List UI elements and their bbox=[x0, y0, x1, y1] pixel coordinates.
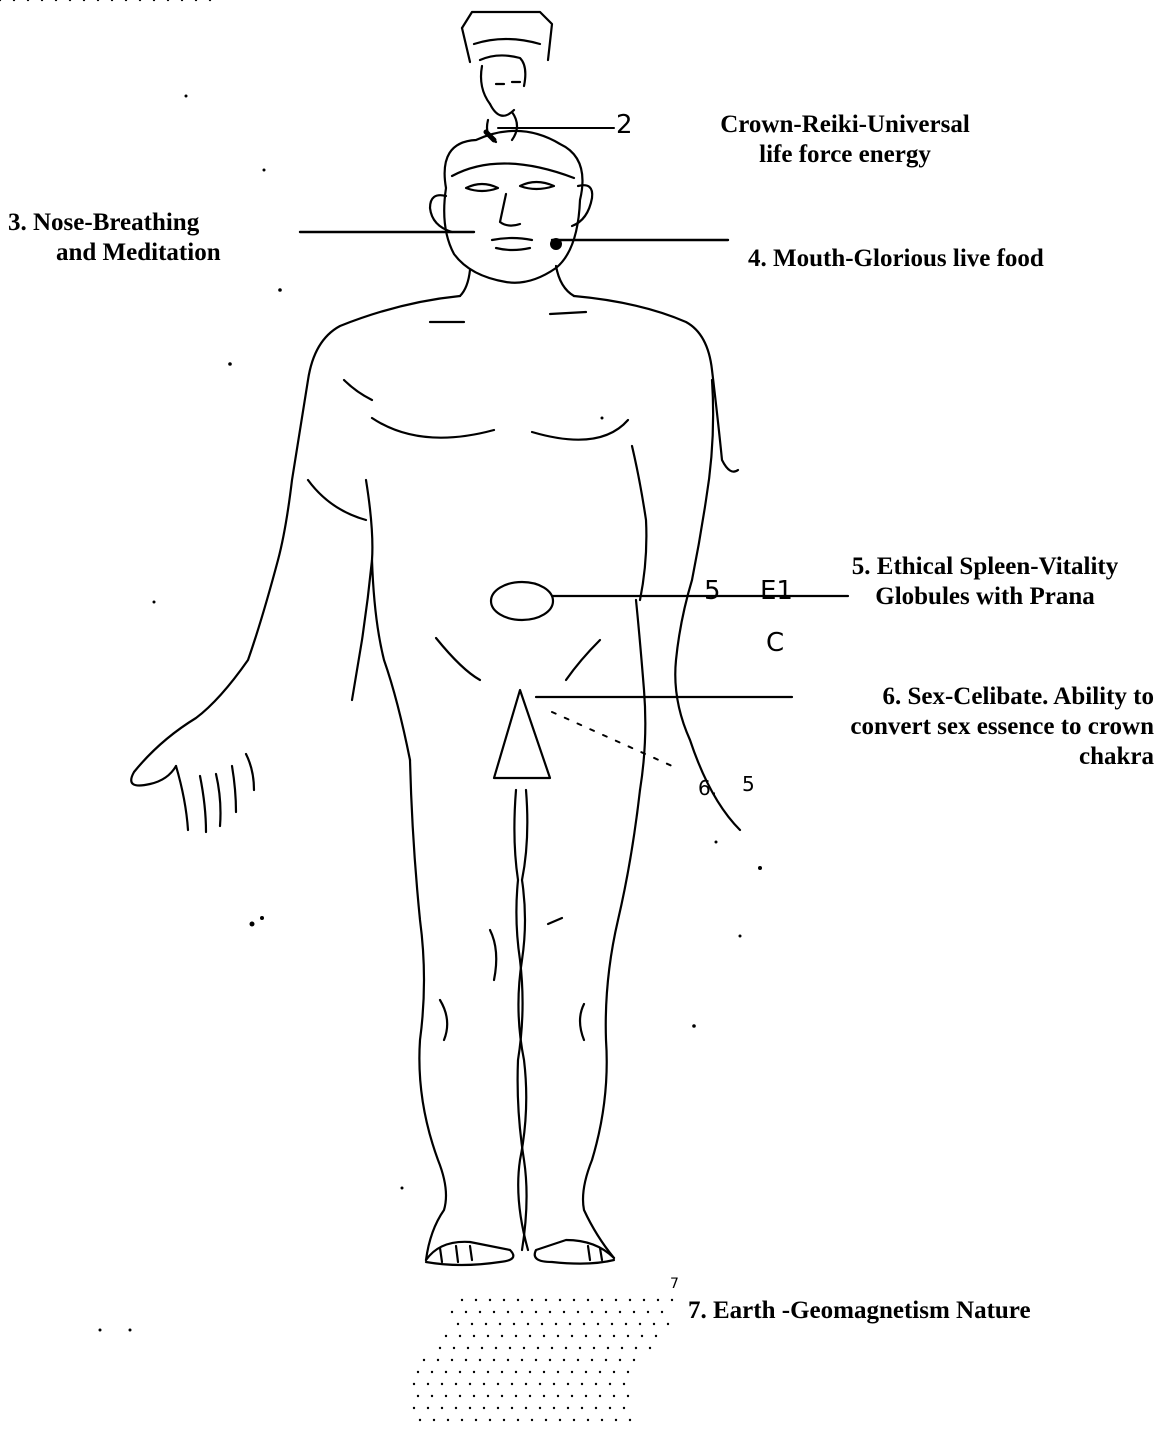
torso-outline bbox=[131, 296, 460, 786]
spleen-label: 5. Ethical Spleen-Vitality Globules with… bbox=[808, 552, 1162, 612]
left-hand bbox=[176, 754, 254, 832]
spleen-label-line2: Globules with Prana bbox=[808, 582, 1162, 612]
nose-label-line1: 3. Nose-Breathing bbox=[8, 208, 221, 238]
right-leg-outer bbox=[583, 790, 640, 1258]
mouth-label: 4. Mouth-Glorious live food bbox=[748, 244, 1044, 274]
nose-label-line2: and Meditation bbox=[8, 238, 221, 268]
mouth-label-line1: 4. Mouth-Glorious live food bbox=[748, 244, 1044, 274]
spleen-handwritten-mark-1: 5 bbox=[704, 576, 721, 606]
sex-label-line2: convert sex essence to crown bbox=[744, 712, 1154, 742]
sex-label: 6. Sex-Celibate. Ability to convert sex … bbox=[744, 682, 1154, 772]
nose-label: 3. Nose-Breathing and Meditation bbox=[8, 208, 221, 268]
left-ear bbox=[430, 195, 452, 232]
sex-label-line1: 6. Sex-Celibate. Ability to bbox=[744, 682, 1154, 712]
neck bbox=[460, 270, 470, 296]
spleen-handwritten-mark-3: C bbox=[766, 628, 784, 658]
head bbox=[444, 131, 582, 283]
crown-label-line1: Crown-Reiki-Universal bbox=[680, 110, 1010, 140]
earth-handwritten-marker: 7 bbox=[670, 1276, 679, 1292]
sex-handwritten-mark-2: 5 bbox=[742, 772, 755, 796]
sex-label-line3: chakra bbox=[744, 742, 1154, 772]
sex-dashed-line bbox=[552, 712, 672, 766]
crown-label: Crown-Reiki-Universal life force energy bbox=[680, 110, 1010, 170]
crown-label-line2: life force energy bbox=[680, 140, 1010, 170]
left-arm-inner bbox=[352, 480, 372, 700]
stray-marks bbox=[99, 95, 763, 1332]
crown-handwritten-marker: 2 bbox=[616, 110, 633, 140]
earth-label-line1: 7. Earth -Geomagnetism Nature bbox=[688, 1296, 1031, 1326]
sex-triangle bbox=[494, 690, 550, 778]
spleen-handwritten-mark-2: E1 bbox=[760, 576, 793, 606]
spleen-label-line1: 5. Ethical Spleen-Vitality bbox=[808, 552, 1162, 582]
earth-label: 7. Earth -Geomagnetism Nature bbox=[688, 1296, 1031, 1326]
sex-handwritten-mark-1: 6. bbox=[698, 776, 717, 800]
crown-figure bbox=[462, 12, 552, 142]
spleen-marker bbox=[491, 582, 553, 620]
left-leg-outer bbox=[410, 760, 446, 1260]
